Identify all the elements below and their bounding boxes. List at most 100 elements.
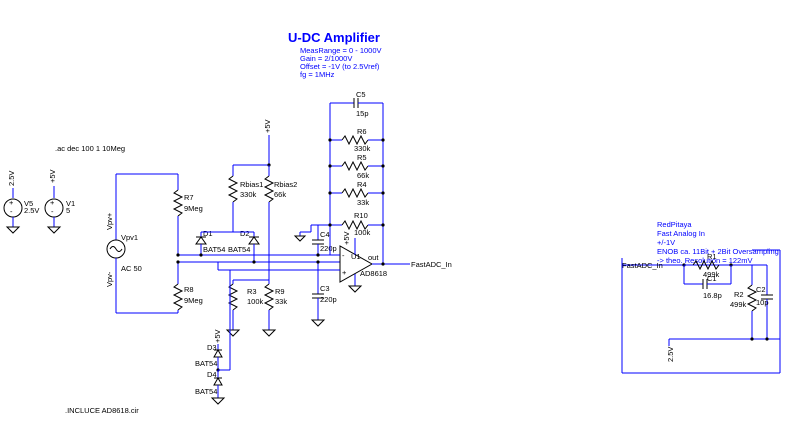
resistor-r6[interactable]: R6 330k — [330, 127, 383, 153]
c3-name: C3 — [320, 284, 330, 293]
d2-name: D2 — [240, 229, 250, 238]
rp-ref-label: 2.5V — [666, 347, 675, 362]
r5-name: R5 — [357, 153, 367, 162]
c2-value: 10p — [756, 298, 769, 307]
r2-name: R2 — [734, 290, 744, 299]
rbias-supply-label: +5V — [263, 119, 272, 133]
fastadc-net-label: FastADC_In — [411, 260, 452, 269]
r5-value: 66k — [357, 171, 369, 180]
d3-supply-label: +5V — [213, 329, 222, 343]
r8-name: R8 — [184, 285, 194, 294]
r7-value: 9Meg — [184, 204, 203, 213]
svg-text:+: + — [50, 198, 55, 207]
vpv-minus-label: Vpv- — [105, 271, 114, 287]
d1-value: BAT54 — [203, 245, 225, 254]
resistor-r3[interactable]: R3 100k — [225, 280, 264, 337]
resistor-rbias2[interactable]: Rbias2 66k — [263, 165, 297, 225]
vpv1-value: AC 50 — [121, 264, 142, 273]
u1-name: U1 — [351, 252, 361, 261]
rbias1-value: 330k — [240, 190, 257, 199]
resistor-r9[interactable]: R9 33k — [261, 280, 287, 337]
c1-name: C1 — [707, 274, 717, 283]
svg-text:-: - — [10, 207, 13, 216]
redpitaya-input-model[interactable]: FastADC_In R1 499k C1 16.8p R2 499k C2 1… — [621, 249, 781, 374]
opamp-u1[interactable]: - + +5V U1 AD8618 out — [330, 231, 410, 293]
c3-value: 220p — [320, 295, 337, 304]
svg-text:-: - — [51, 207, 54, 216]
rp-fastadc-label: FastADC_In — [622, 261, 663, 270]
d2-value: BAT54 — [228, 245, 250, 254]
r6-value: 330k — [354, 144, 371, 153]
vpv1-name: Vpv1 — [121, 233, 138, 242]
redpitaya-line-3: +/-1V — [657, 238, 675, 247]
d3-value: BAT54 — [195, 359, 217, 368]
spec-line-2: Gain = 2/1000V — [300, 54, 352, 63]
resistor-r7[interactable]: R7 9Meg — [172, 174, 203, 255]
d3-name: D3 — [207, 343, 217, 352]
r3-name: R3 — [247, 287, 257, 296]
diode-d4[interactable]: D4 BAT54 — [195, 370, 226, 405]
resistor-r10[interactable]: R10 100k — [330, 211, 383, 237]
rbias1-name: Rbias1 — [240, 180, 263, 189]
r1-value: 499k — [703, 270, 720, 279]
spec-line-4: fg = 1MHz — [300, 70, 335, 79]
out-label: out — [368, 253, 379, 262]
r9-name: R9 — [275, 287, 285, 296]
capacitor-c4[interactable]: C4 220p — [293, 225, 337, 257]
supply-v5[interactable]: 2.5V + - V5 2.5V — [3, 171, 39, 234]
r3-value: 100k — [247, 297, 264, 306]
u1-supply-label: +5V — [342, 231, 351, 245]
spec-line-1: MeasRange = 0 - 1000V — [300, 46, 382, 55]
r6-name: R6 — [357, 127, 367, 136]
c2-name: C2 — [756, 285, 766, 294]
resistor-r5[interactable]: R5 66k — [330, 153, 383, 180]
r4-name: R4 — [357, 180, 367, 189]
svg-text:+: + — [9, 198, 14, 207]
redpitaya-line-1: RedPitaya — [657, 220, 692, 229]
supply-v1[interactable]: +5V + - V1 5 — [44, 169, 75, 234]
v5-name: V5 — [24, 199, 33, 208]
spec-line-3: Offset = -1V (to 2.5Vref) — [300, 62, 380, 71]
redpitaya-line-5: -> theo. Resolution = 122mV — [657, 256, 752, 265]
resistor-r8[interactable]: R8 9Meg — [172, 262, 203, 313]
svg-text:-: - — [342, 251, 345, 260]
resistor-rbias1[interactable]: Rbias1 330k — [227, 165, 263, 232]
u1-value: AD8618 — [360, 269, 387, 278]
capacitor-c3[interactable]: C3 220p — [310, 260, 337, 327]
rbias2-value: 66k — [274, 190, 286, 199]
r7-name: R7 — [184, 193, 194, 202]
v1-name: V1 — [66, 199, 75, 208]
diode-d3[interactable]: +5V D3 BAT54 — [195, 329, 223, 370]
resistor-r4[interactable]: R4 33k — [330, 180, 383, 207]
r1-name: R1 — [707, 252, 717, 261]
ac-directive: .ac dec 100 1 10Meg — [55, 144, 125, 153]
r4-value: 33k — [357, 198, 369, 207]
r2-value: 499k — [730, 300, 747, 309]
r8-value: 9Meg — [184, 296, 203, 305]
c4-value: 220p — [320, 244, 337, 253]
r10-value: 100k — [354, 228, 371, 237]
c5-value: 15p — [356, 109, 369, 118]
include-directive: .INCLUCE AD8618.cir — [65, 406, 139, 415]
svg-text:+: + — [342, 268, 347, 277]
r9-value: 33k — [275, 297, 287, 306]
v1-value: 5 — [66, 206, 70, 215]
v5-net-label: 2.5V — [7, 171, 16, 186]
diode-d1[interactable]: D1 BAT54 — [195, 229, 225, 257]
c1-value: 16.8p — [703, 291, 722, 300]
capacitor-c5[interactable]: C5 15p — [330, 90, 383, 118]
v5-value: 2.5V — [24, 206, 39, 215]
v1-net-label: +5V — [48, 169, 57, 183]
vpv-plus-label: Vpv+ — [105, 212, 114, 230]
c4-name: C4 — [320, 230, 330, 239]
d4-value: BAT54 — [195, 387, 217, 396]
schematic-title: U-DC Amplifier — [288, 30, 380, 45]
redpitaya-line-2: Fast Analog In — [657, 229, 705, 238]
rbias2-name: Rbias2 — [274, 180, 297, 189]
source-vpv1[interactable]: Vpv+ Vpv- Vpv1 AC 50 — [105, 173, 178, 314]
redpitaya-line-4: ENOB ca. 11Bit + 2Bit Oversampling — [657, 247, 779, 256]
diode-d2[interactable]: D2 BAT54 — [228, 229, 260, 264]
d4-name: D4 — [207, 370, 217, 379]
c5-name: C5 — [356, 90, 366, 99]
